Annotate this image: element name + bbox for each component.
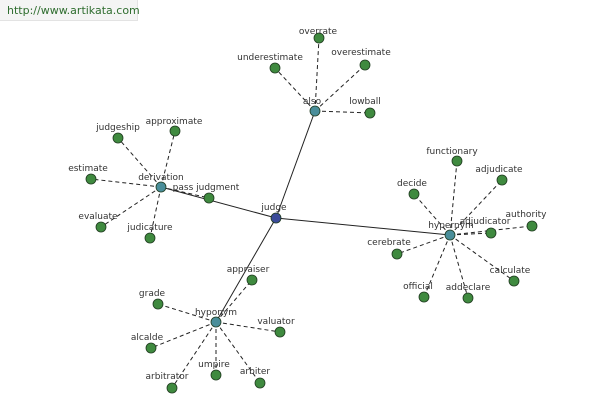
relation-label-hypernym: hypernym — [428, 221, 474, 231]
word-node-authority[interactable] — [526, 220, 538, 232]
word-node-umpire[interactable] — [210, 369, 222, 381]
edge-also-overestimate — [314, 64, 366, 112]
word-label-adjudicate: adjudicate — [475, 165, 523, 175]
word-node-addeclare[interactable] — [462, 292, 474, 304]
word-label-approximate: approximate — [146, 117, 203, 127]
edge-hyponym-appraiser — [215, 279, 253, 323]
word-node-adjudicate[interactable] — [496, 174, 508, 186]
word-node-alcalde[interactable] — [145, 342, 157, 354]
edge-hypernym-adjudicate — [449, 179, 503, 236]
word-node-valuator[interactable] — [274, 326, 286, 338]
edge-hyponym-alcalde — [150, 321, 217, 349]
word-node-judicature[interactable] — [144, 232, 156, 244]
word-label-overrate: overrate — [299, 27, 338, 37]
edge-also-overrate — [314, 37, 320, 112]
word-node-official[interactable] — [418, 291, 430, 303]
word-node-judgeship[interactable] — [112, 132, 124, 144]
edge-derivation-judicature — [149, 186, 162, 239]
word-label-overestimate: overestimate — [331, 48, 391, 58]
word-label-underestimate: underestimate — [237, 53, 303, 63]
word-label-valuator: valuator — [257, 317, 295, 327]
edge-derivation-pass-judgment — [160, 186, 210, 199]
edge-also-underestimate — [274, 67, 316, 112]
edges-layer — [90, 37, 533, 389]
edge-judge-hyponym — [215, 217, 277, 323]
edge-hyponym-grade — [157, 303, 217, 323]
labels-layer: judge also derivation hypernym hyponym overra… — [68, 27, 547, 382]
word-label-official: official — [403, 282, 433, 292]
edge-hypernym-adjudicator — [449, 232, 492, 236]
edge-hyponym-valuator — [215, 321, 281, 333]
word-node-grade[interactable] — [152, 298, 164, 310]
edge-hypernym-functionary — [449, 160, 458, 236]
edge-hypernym-official — [423, 234, 451, 298]
edge-hyponym-arbiter — [215, 321, 261, 384]
word-label-functionary: functionary — [426, 147, 478, 157]
relation-label-also: also — [303, 97, 322, 107]
relation-node-also[interactable] — [309, 105, 321, 117]
edge-hypernym-addeclare — [449, 234, 469, 299]
edge-hypernym-cerebrate — [396, 234, 451, 255]
site-url-banner[interactable]: http://www.artikata.com — [0, 0, 140, 21]
edge-judge-hypernym — [275, 217, 451, 236]
word-node-cerebrate[interactable] — [391, 248, 403, 260]
word-node-adjudicator[interactable] — [485, 227, 497, 239]
word-label-pass-judgment: pass judgment — [173, 183, 240, 193]
edge-judge-derivation — [160, 186, 277, 219]
word-node-overestimate[interactable] — [359, 59, 371, 71]
word-node-functionary[interactable] — [451, 155, 463, 167]
center-node-judge[interactable] — [270, 212, 282, 224]
relation-label-derivation: derivation — [138, 173, 184, 183]
edge-hypernym-calculate — [449, 234, 515, 282]
edge-also-lowball — [314, 110, 371, 114]
edge-hypernym-decide — [413, 193, 451, 236]
word-label-addeclare: addeclare — [446, 283, 491, 293]
word-label-umpire: umpire — [198, 360, 230, 370]
word-node-decide[interactable] — [408, 188, 420, 200]
word-node-arbiter[interactable] — [254, 377, 266, 389]
word-node-calculate[interactable] — [508, 275, 520, 287]
word-label-estimate: estimate — [68, 164, 108, 174]
relation-node-hyponym[interactable] — [210, 316, 222, 328]
word-node-estimate[interactable] — [85, 173, 97, 185]
word-label-adjudicator: adjudicator — [460, 217, 511, 227]
edge-derivation-estimate — [90, 178, 162, 188]
relation-label-hyponym: hyponym — [195, 308, 237, 318]
relation-node-hypernym[interactable] — [444, 229, 456, 241]
edge-derivation-evaluate — [100, 186, 162, 228]
word-label-calculate: calculate — [490, 266, 531, 276]
word-label-grade: grade — [139, 289, 166, 299]
word-label-arbitrator: arbitrator — [146, 372, 189, 382]
word-label-decide: decide — [397, 179, 427, 189]
word-node-arbitrator[interactable] — [166, 382, 178, 394]
word-label-judgeship: judgeship — [95, 123, 140, 133]
nodes-layer — [85, 32, 538, 394]
edge-hyponym-arbitrator — [171, 321, 217, 389]
word-label-alcalde: alcalde — [131, 333, 164, 343]
word-node-pass-judgment[interactable] — [203, 192, 215, 204]
word-label-arbiter: arbiter — [240, 367, 270, 377]
word-node-overrate[interactable] — [313, 32, 325, 44]
word-label-lowball: lowball — [349, 97, 381, 107]
edge-derivation-approximate — [160, 130, 176, 188]
edge-derivation-judgeship — [117, 137, 162, 188]
relation-node-derivation[interactable] — [155, 181, 167, 193]
word-label-evaluate: evaluate — [78, 212, 118, 222]
word-label-cerebrate: cerebrate — [367, 238, 411, 248]
word-label-appraiser: appraiser — [227, 265, 270, 275]
word-node-underestimate[interactable] — [269, 62, 281, 74]
word-node-appraiser[interactable] — [246, 274, 258, 286]
word-node-evaluate[interactable] — [95, 221, 107, 233]
word-label-judicature: judicature — [126, 223, 173, 233]
word-node-lowball[interactable] — [364, 107, 376, 119]
word-label-authority: authority — [505, 210, 547, 220]
center-label-judge: judge — [260, 203, 287, 213]
edge-judge-also — [275, 110, 316, 219]
word-node-approximate[interactable] — [169, 125, 181, 137]
